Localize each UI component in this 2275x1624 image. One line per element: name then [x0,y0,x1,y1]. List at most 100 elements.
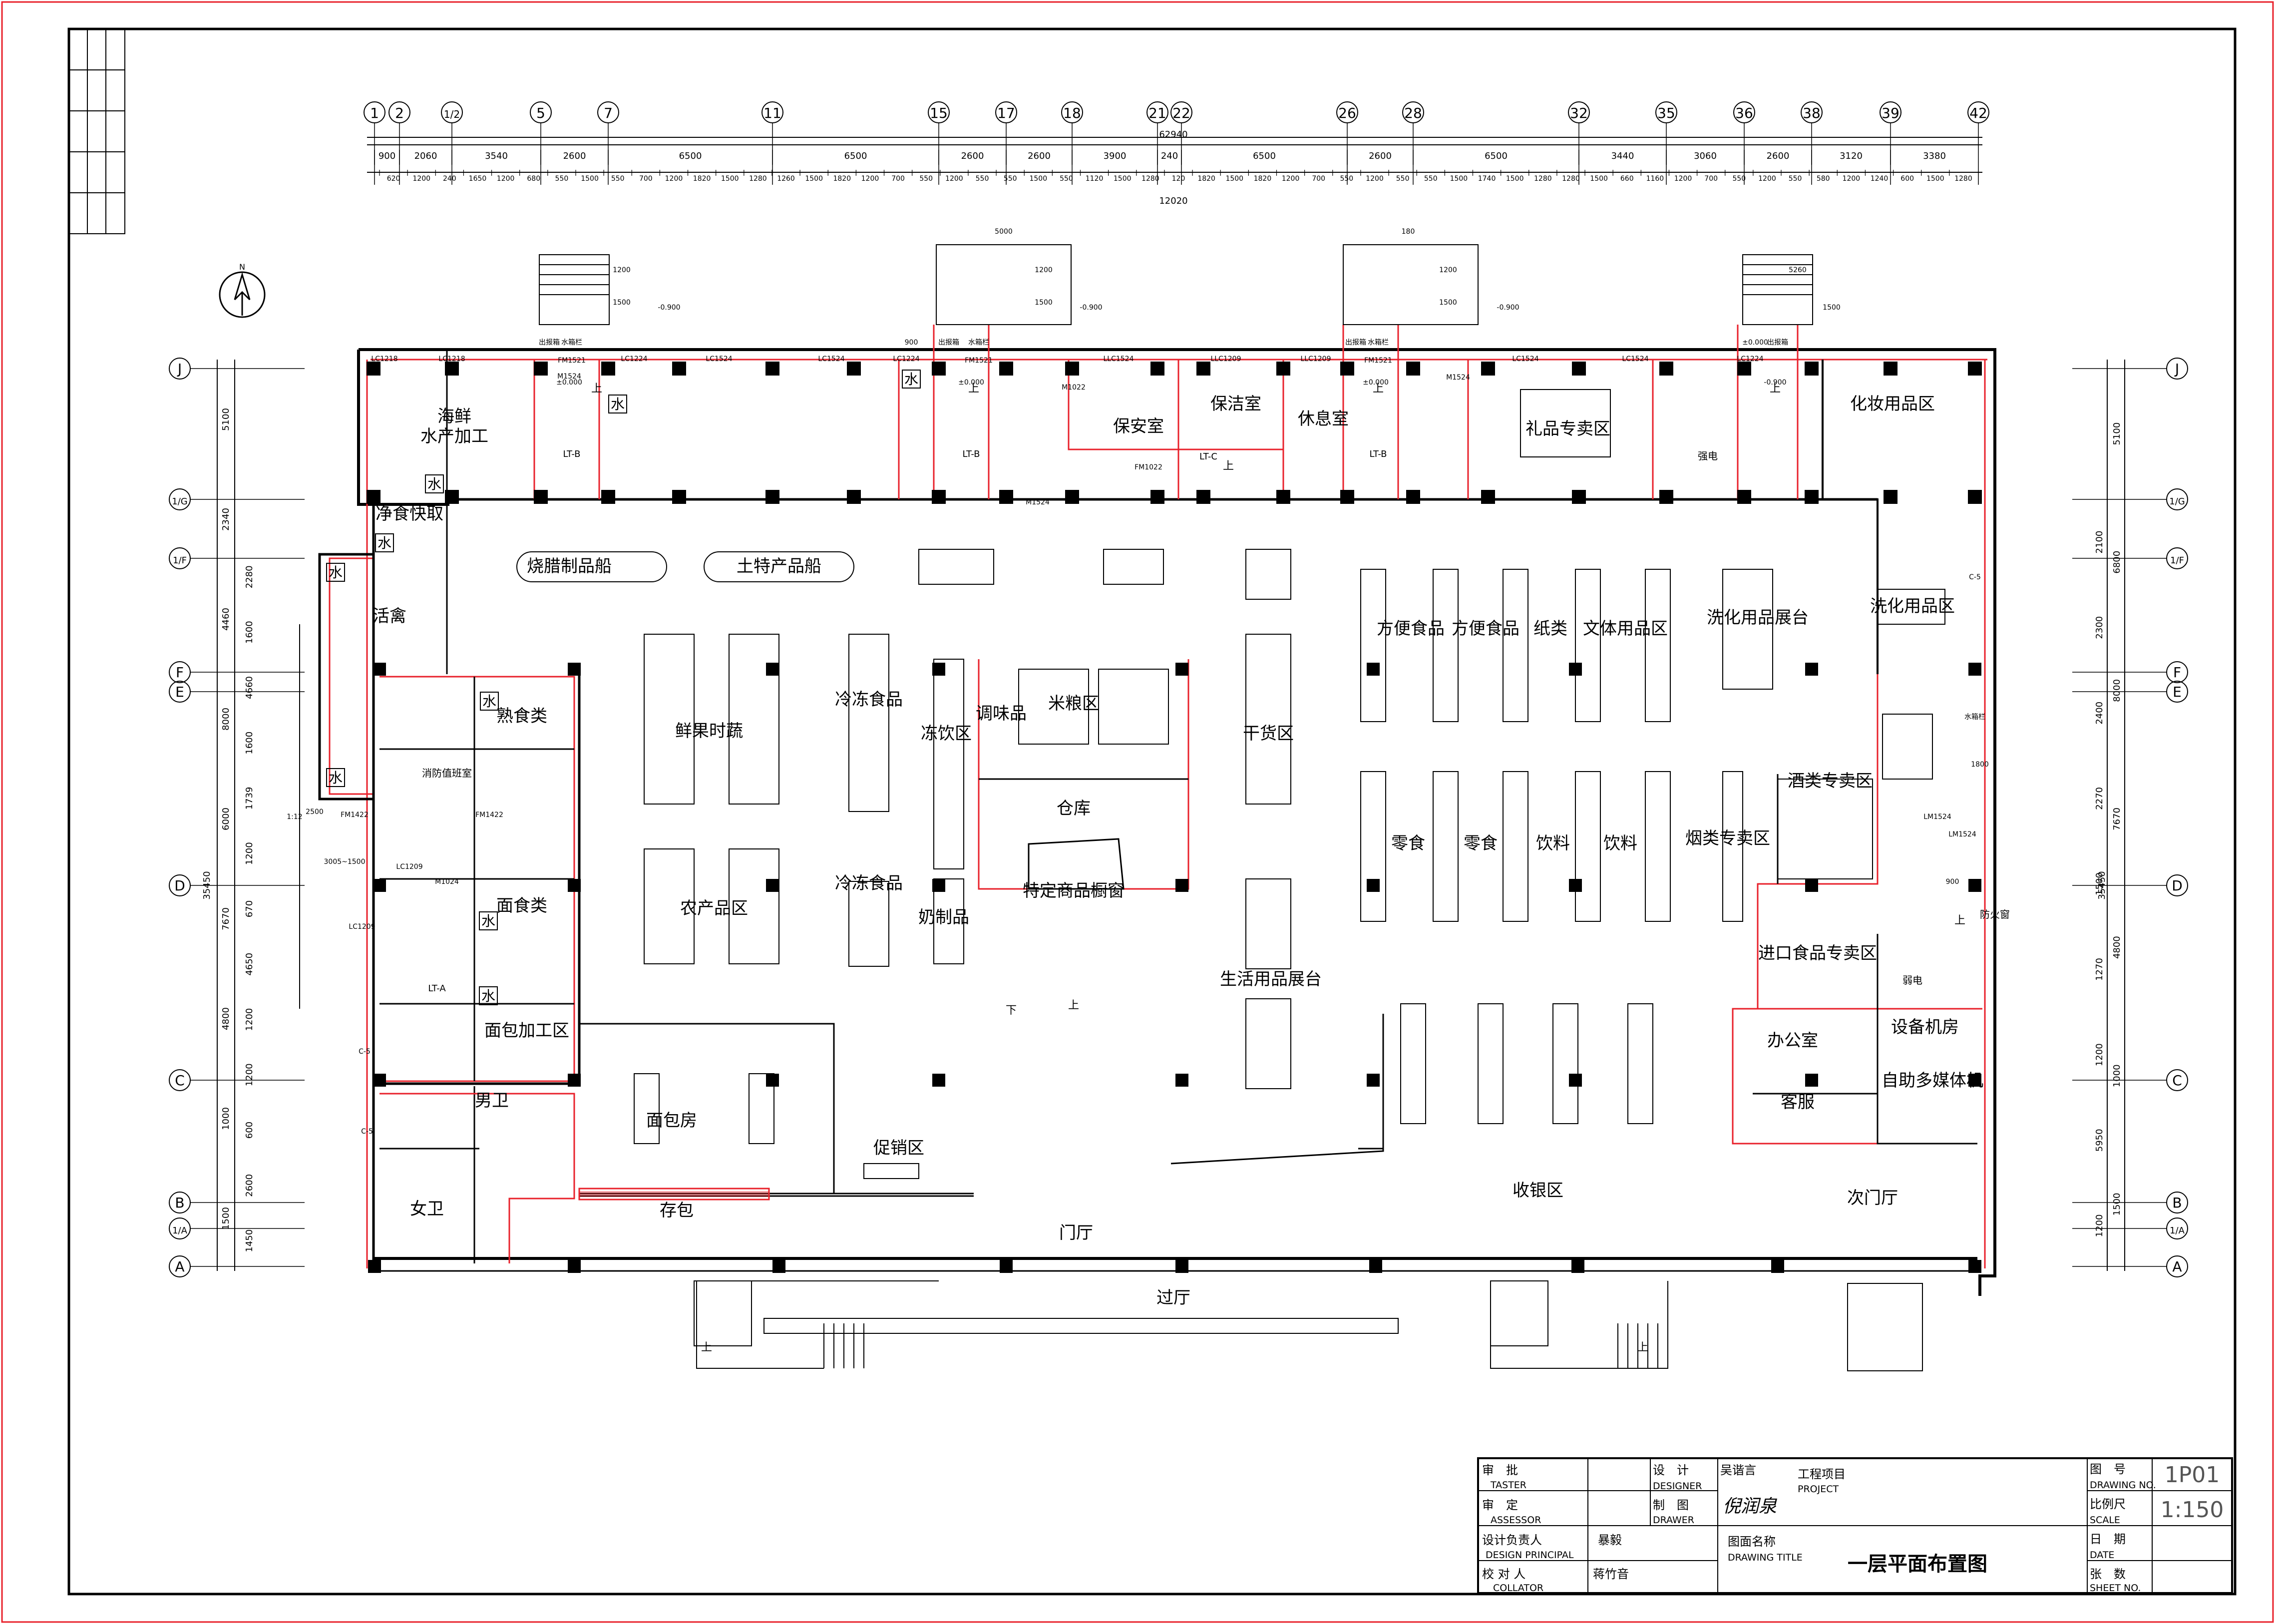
dim-text: 2400 [2094,702,2105,725]
dim-text: 1200 [945,175,963,183]
row-axis-label: A [2172,1258,2182,1275]
room-label-cleaning: 保洁室 [1210,394,1261,414]
dim-text: 1650 [469,175,487,183]
annotation-tag: LC1524 [1512,355,1538,363]
tb-principal-label: 设计负责人 [1482,1533,1542,1547]
annotation-tag: 3005~1500 [324,858,366,866]
column-axis-bubble: 35 [1655,101,1677,185]
dim-text: 1500 [1590,175,1608,183]
tb-title-label: 图面名称 [1728,1535,1776,1549]
column-axis-label: 36 [1735,105,1753,121]
row-axis-label: E [175,684,184,700]
water-icon: 水 [482,693,496,710]
column-axis-label: 38 [1803,105,1821,121]
dim-text: 1500 [221,1207,231,1230]
dim-text: 1500 [1506,175,1524,183]
dim-text: 1500 [1029,175,1047,183]
dim-text: 6500 [844,151,867,161]
tb-designer-en: DESIGNER [1653,1481,1702,1492]
row-axis-bubble: D [2072,874,2188,896]
total-dim-left: 35450 [202,871,212,899]
title-block: 审 批 TASTER 审 定 ASSESSOR 设计负责人 DESIGN PRI… [1477,1457,2233,1594]
annotation-tag: FM1521 [1364,357,1392,365]
annotation-tag: LLC1209 [1300,355,1331,363]
tb-review-label: 审 批 [1482,1463,1518,1477]
storage-bag-counter [578,1188,770,1201]
room-label-fire-control: 消防值班室 [422,767,472,779]
building-walls [318,325,1996,1296]
tb-designer-label: 设 计 [1653,1463,1689,1477]
annotation-tag: 5260 [1789,266,1807,274]
left-dimension-lines [217,360,2125,1271]
room-label-warehouse: 仓库 [1057,799,1091,818]
room-label-snack1: 零食 [1391,833,1425,853]
dim-text: 1200 [2094,1043,2105,1066]
dim-text: 1740 [1478,175,1496,183]
annotation-tag: M1524 [1026,498,1050,506]
dim-text: 4460 [221,608,231,631]
annotation-tag: -0.900 [1497,304,1519,312]
tb-title-en: DRAWING TITLE [1728,1552,1803,1563]
room-label-cashier: 收银区 [1513,1181,1563,1201]
dim-text: 5100 [221,408,231,431]
dim-text: 1500 [1114,175,1132,183]
dim-text: 1820 [1197,175,1215,183]
annotation-tag: 180 [1402,228,1415,236]
room-label-tobacco: 烟类专卖区 [1685,828,1770,848]
column-axis-label: 11 [763,105,781,121]
dim-text: 580 [1817,175,1830,183]
dim-text: 680 [527,175,540,183]
room-label-local: 土特产品船 [737,556,821,576]
row-axis-bubble: A [2072,1255,2188,1277]
dim-text: 1200 [861,175,879,183]
room-label-cosmetics: 化妆用品区 [1850,394,1935,414]
row-axis-bubble: F [169,661,305,683]
dim-text: 1120 [1086,175,1104,183]
dim-text: 550 [1060,175,1073,183]
dim-text: 240 [1161,151,1178,161]
drawing-scale: 1:150 [2161,1497,2224,1523]
dim-text: 2600 [244,1174,255,1197]
tb-principal-name: 暴毅 [1598,1533,1622,1547]
room-label-vestibule: 过厅 [1156,1288,1190,1308]
annotation-tag: C-5 [1969,573,1981,581]
tb-scale-en: SCALE [2090,1515,2120,1526]
annotation-tag: 2500 [306,808,324,816]
room-labels: 海鲜水产加工净食快取活禽熟食类消防值班室面食类面包加工区LT-ALT-B男卫女卫… [326,370,2010,1354]
dim-text: 550 [611,175,625,183]
annotation-tag: 1500 [1035,299,1053,307]
room-label-frozen2: 冷冻食品 [835,873,903,893]
annotation-tag: 900 [905,339,918,347]
annotation-tag: 1200 [1439,266,1457,274]
column-axis-label: 22 [1172,105,1190,121]
room-label-poultry: 活禽 [373,606,406,626]
annotation-tag: LC1218 [438,355,465,363]
dim-text: 3060 [1694,151,1717,161]
dim-text: 1280 [1562,175,1580,183]
row-axis-label: F [176,664,184,681]
room-label-elec2: 弱电 [1902,974,1922,986]
tb-date-en: DATE [2090,1550,2114,1561]
tb-sheet-en: SHEET NO. [2090,1583,2141,1594]
room-label-cured: 烧腊制品船 [527,556,612,576]
dim-text: 3380 [1923,151,1946,161]
row-axis-label: A [175,1258,184,1275]
row-axis-label: D [2172,877,2183,894]
tb-principal-en: DESIGN PRINCIPAL [1486,1550,1574,1561]
room-label-wash-table: 洗化用品展台 [1707,608,1809,628]
row-axis-label: 1/G [172,496,187,507]
room-label-storage-bag: 存包 [660,1201,694,1220]
dim-text: 620 [387,175,400,183]
water-icon: 水 [611,396,625,412]
column-axis-label: 5 [536,105,545,121]
dim-text: 7670 [2112,808,2122,830]
dim-text: 2270 [2094,787,2105,810]
annotation-tag: LC1209 [349,923,375,931]
annotation-tag: FM1521 [965,357,993,365]
annotation-tag: LC1224 [621,355,647,363]
room-label-fruit: 鲜果时蔬 [675,721,743,741]
dim-text: 1280 [1954,175,1972,183]
